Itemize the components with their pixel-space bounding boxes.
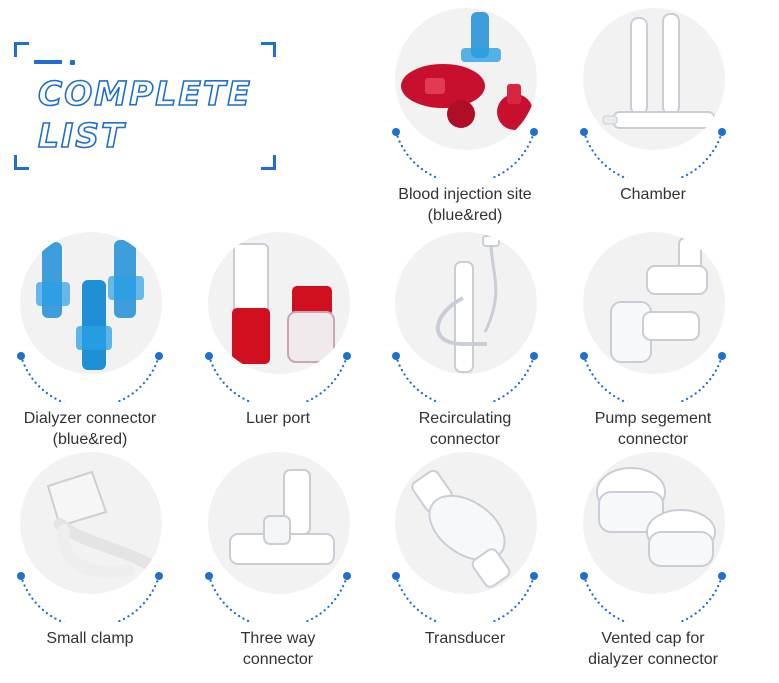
product-label-line1: Vented cap for [601, 630, 705, 647]
product-image-circle [208, 452, 350, 594]
title-dot [70, 60, 75, 65]
transducer-icon [411, 469, 511, 588]
product-label-line2: connector [617, 431, 689, 448]
page-title-line2: LIST [37, 116, 126, 155]
title-frame: COMPLETE LIST [14, 42, 276, 170]
product-image-circle [20, 232, 162, 374]
title-dash [34, 60, 62, 64]
product-label: Recirculating connector [370, 408, 560, 450]
product-label: Chamber [558, 184, 748, 205]
product-label-line1: Transducer [424, 630, 506, 647]
product-image-circle [583, 232, 725, 374]
product-label-line1: Pump segement [594, 410, 712, 427]
dotted-arc [205, 572, 351, 622]
product-label: Blood injection site (blue&red) [370, 184, 560, 226]
product-label-line2: dialyzer connector [588, 651, 718, 668]
product-image-circle [20, 452, 162, 594]
product-label-line1: Dialyzer connector [23, 410, 157, 427]
product-label-line1: Chamber [620, 186, 686, 203]
dotted-arc [17, 572, 163, 622]
three-way-connector-icon [229, 469, 335, 565]
pump-segement-connector-icon [610, 237, 708, 363]
product-image-circle [208, 232, 350, 374]
product-label: Transducer [370, 628, 560, 649]
product-label: Pump segement connector [558, 408, 748, 450]
dotted-arc [392, 572, 538, 622]
product-label-line1: Three way [240, 630, 316, 647]
frame-corner-bottom-right [261, 155, 276, 170]
product-label: Vented cap for dialyzer connector [558, 628, 748, 670]
dotted-arc [580, 352, 726, 402]
product-label-line2: connector [242, 651, 314, 668]
product-label: Luer port [183, 408, 373, 429]
dialyzer-connector-icon [36, 240, 144, 370]
product-label: Small clamp [0, 628, 185, 649]
product-label-line1: Recirculating [418, 410, 512, 427]
chamber-icon [602, 13, 716, 129]
product-label-line2: connector [429, 431, 501, 448]
frame-corner-top-left [14, 42, 29, 57]
frame-corner-top-right [261, 42, 276, 57]
dotted-arc [205, 352, 351, 402]
product-label-line1: Small clamp [46, 630, 134, 647]
product-image-circle [395, 452, 537, 594]
product-label-line1: Blood injection site [398, 186, 532, 203]
dotted-arc [580, 128, 726, 178]
product-image-circle [395, 232, 537, 374]
product-label: Dialyzer connector (blue&red) [0, 408, 185, 450]
dotted-arc [392, 352, 538, 402]
luer-port-icon [232, 243, 335, 364]
dotted-arc [17, 352, 163, 402]
product-label-line2: (blue&red) [427, 207, 503, 224]
product-label-line1: Luer port [245, 410, 311, 427]
product-label-line2: (blue&red) [52, 431, 128, 448]
product-image-circle [583, 452, 725, 594]
recirculating-connector-icon [436, 235, 500, 373]
page-title-line1: COMPLETE [37, 74, 252, 113]
frame-corner-bottom-left [14, 155, 29, 170]
dotted-arc [392, 128, 538, 178]
small-clamp-icon [46, 470, 154, 579]
product-image-circle [583, 8, 725, 150]
vented-cap-icon [596, 467, 716, 567]
dotted-arc [580, 572, 726, 622]
product-label: Three way connector [183, 628, 373, 670]
